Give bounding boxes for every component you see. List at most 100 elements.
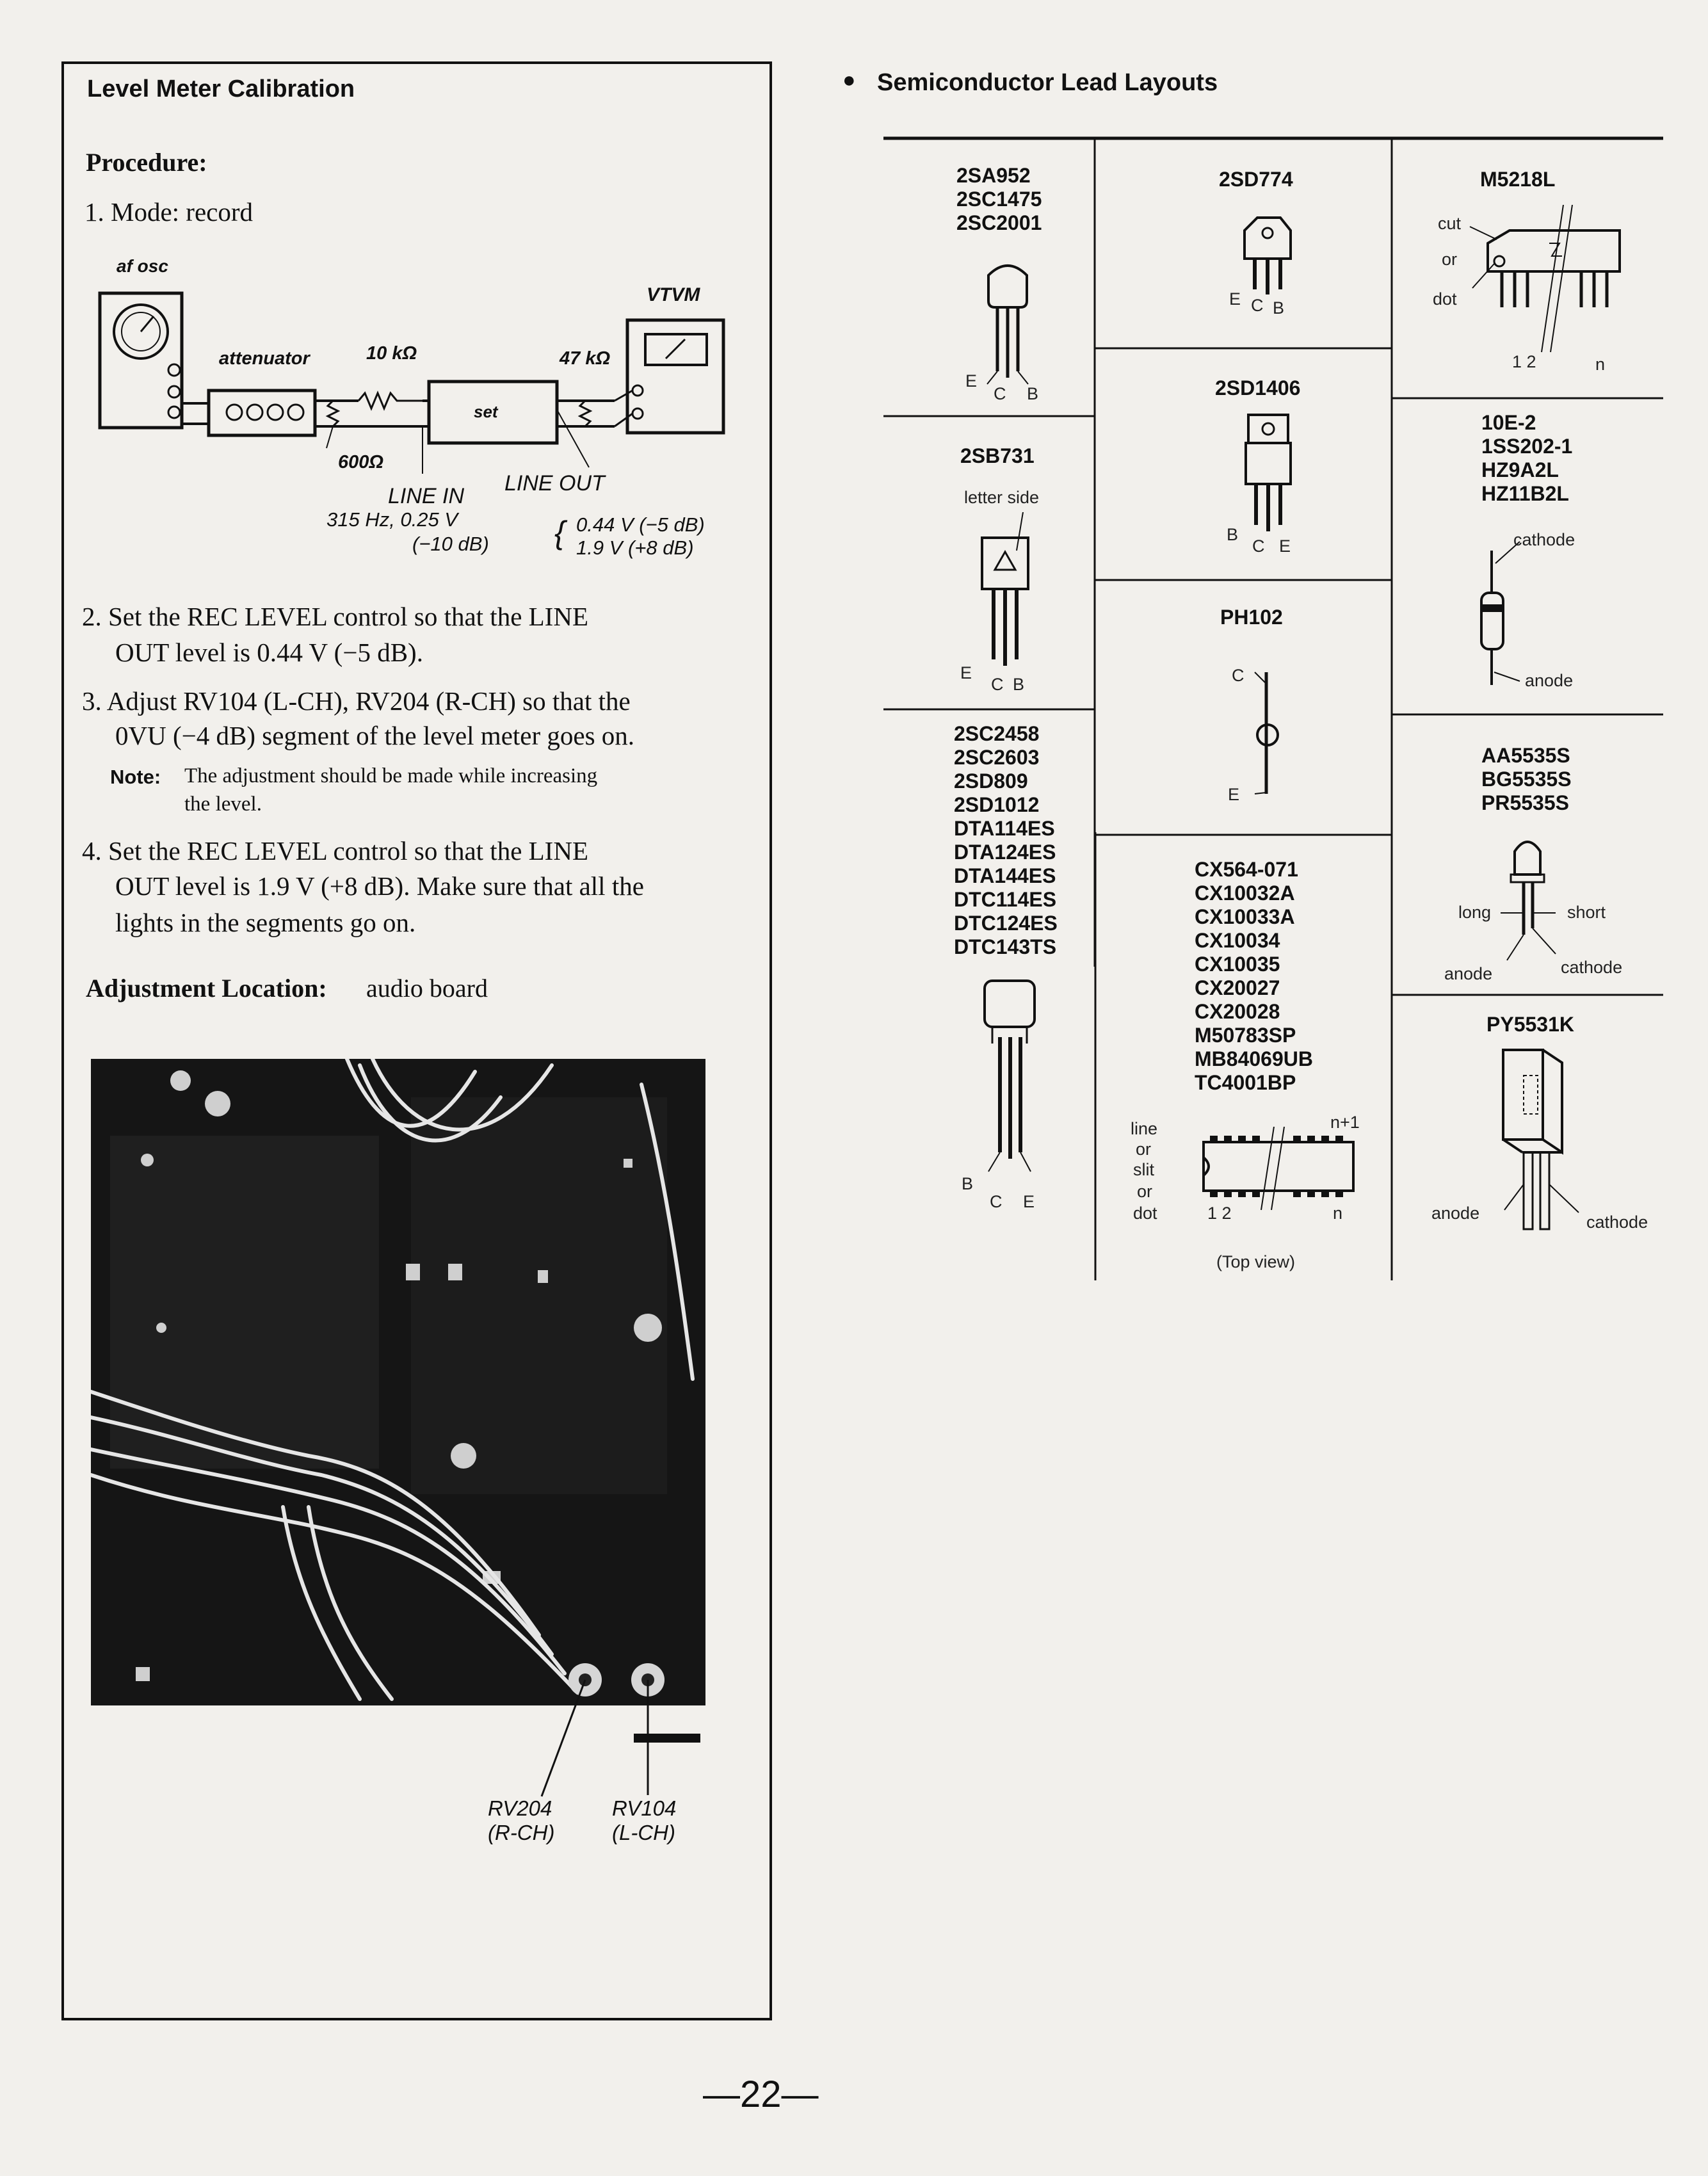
af-osc-label: af osc: [117, 256, 168, 276]
pin-12-label: 1 2: [1512, 352, 1536, 371]
line-in-spec: 315 Hz, 0.25 V: [326, 508, 458, 531]
vtvm-label: VTVM: [647, 284, 700, 305]
step-3-line-2: 0VU (−4 dB) segment of the level meter g…: [115, 721, 635, 750]
ic-dot-label: dot: [1133, 1204, 1157, 1223]
led-module-icon: [1502, 1049, 1579, 1230]
anode-label: anode: [1444, 964, 1493, 983]
led-icon: [1501, 841, 1556, 961]
lead-b: B: [962, 1174, 974, 1193]
part-list-2sc2458: 2SC2458 2SC2603 2SD809 2SD1012 DTA114ES …: [954, 722, 1058, 958]
or-label: or: [1442, 250, 1458, 269]
short-label: short: [1567, 903, 1606, 922]
long-label: long: [1458, 903, 1492, 922]
dip-ic-package-icon: [1202, 1127, 1355, 1211]
spec-brace: {: [554, 515, 565, 551]
set-box: [427, 380, 559, 445]
ic-or-label-2: or: [1137, 1182, 1153, 1201]
col-divider-lower-1: [1094, 832, 1097, 1280]
note-label: Note:: [110, 766, 161, 788]
anode-label: anode: [1431, 1204, 1480, 1223]
part-2sd1406: 2SD1406: [1215, 376, 1301, 399]
to126-small-package-icon: [1243, 216, 1292, 294]
rv104-channel: (L-CH): [612, 1821, 675, 1844]
rv204-channel: (R-CH): [488, 1821, 555, 1844]
resistor-10k-label: 10 kΩ: [366, 343, 417, 364]
cathode-label: cathode: [1586, 1213, 1648, 1232]
note-line-1: The adjustment should be made while incr…: [184, 764, 598, 787]
lead-e: E: [1023, 1192, 1035, 1211]
ic-pin-12-label: 1 2: [1207, 1204, 1232, 1223]
ic-slit-label: slit: [1133, 1160, 1154, 1179]
lead-c: C: [1252, 536, 1265, 556]
rv104-label: RV104: [612, 1796, 677, 1820]
lead-c: C: [1251, 296, 1264, 315]
ic-n-plus-1-label: n+1: [1330, 1113, 1360, 1132]
lead-b: B: [1013, 675, 1025, 694]
letter-side-note: letter side: [964, 488, 1040, 507]
cathode-label: cathode: [1513, 530, 1575, 549]
line-out-spec-1: 0.44 V (−5 dB): [576, 513, 705, 536]
test-setup-diagram: [98, 291, 725, 474]
part-list-2sa952: 2SA952 2SC1475 2SC2001: [956, 164, 1042, 234]
lead-e: E: [1228, 785, 1240, 804]
lead-layout-grid: [883, 136, 1663, 996]
lead-e: E: [1229, 289, 1241, 309]
sip-ic-package-icon: [1469, 205, 1621, 353]
step-3-line-1: 3. Adjust RV104 (L-CH), RV204 (R-CH) so …: [82, 686, 631, 716]
resistor-47k-label: 47 kΩ: [560, 348, 611, 369]
photo-scale-bar: [634, 1734, 700, 1743]
line-out-label: LINE OUT: [504, 471, 605, 496]
adjustment-location-label: Adjustment Location:: [86, 974, 327, 1003]
ic-pin-n-label: n: [1333, 1204, 1343, 1223]
note-line-2: the level.: [184, 793, 262, 816]
resistor-600-label: 600Ω: [338, 452, 384, 472]
to220-package-icon: [1245, 414, 1292, 531]
to126-package-icon: [981, 512, 1029, 666]
af-osc-box: [98, 291, 184, 430]
audio-board-image: [91, 1059, 705, 1705]
part-py5531k: PY5531K: [1486, 1013, 1574, 1036]
step-2-line-2: OUT level is 0.44 V (−5 dB).: [115, 638, 423, 667]
line-out-spec-2: 1.9 V (+8 dB): [576, 536, 694, 559]
calibration-panel: [61, 61, 772, 2020]
rv-leader-lines: [540, 1679, 649, 1797]
lead-c: C: [994, 384, 1006, 403]
lead-b: B: [1227, 525, 1239, 544]
page-number: —22—: [703, 2074, 819, 2115]
lead-c: C: [991, 675, 1004, 694]
rv204-label: RV204: [488, 1796, 552, 1820]
step-4-line-2: OUT level is 1.9 V (+8 dB). Make sure th…: [115, 871, 644, 901]
lead-c: C: [990, 1192, 1003, 1211]
cut-label: cut: [1438, 214, 1462, 233]
ic-line-label: line: [1131, 1119, 1158, 1138]
pin-n-label: n: [1595, 355, 1606, 374]
part-list-aa5535s: AA5535S BG5535S PR5535S: [1481, 744, 1572, 814]
ic-or-label: or: [1136, 1140, 1152, 1159]
step-4-line-3: lights in the segments go on.: [115, 908, 416, 937]
part-ph102: PH102: [1220, 606, 1283, 629]
diode-icon: [1480, 541, 1520, 685]
line-in-spec-db: (−10 dB): [412, 533, 489, 555]
af-osc-dial: [113, 303, 169, 360]
vtvm-box: [625, 318, 725, 435]
lead-b: B: [1273, 298, 1285, 318]
part-list-10e2: 10E-2 1SS202-1 HZ9A2L HZ11B2L: [1481, 411, 1573, 505]
section-title: Level Meter Calibration: [87, 76, 355, 102]
set-label: set: [474, 402, 498, 421]
semiconductor-title: Semiconductor Lead Layouts: [877, 69, 1218, 96]
cathode-label: cathode: [1561, 958, 1623, 977]
dot-label: dot: [1433, 289, 1457, 309]
transistor-package-icon: [983, 979, 1036, 1172]
lead-e: E: [1279, 536, 1291, 556]
step-2-line-1: 2. Set the REC LEVEL control so that the…: [82, 602, 588, 631]
procedure-heading: Procedure:: [86, 148, 207, 177]
col-divider-lower-2: [1390, 832, 1393, 1280]
lead-e: E: [960, 663, 972, 682]
audio-board-photo: [91, 1059, 705, 1705]
part-m5218l: M5218L: [1480, 168, 1556, 191]
lead-e: E: [965, 371, 978, 391]
adjustment-location-value: audio board: [366, 974, 488, 1003]
section-bullet: ●: [842, 68, 856, 92]
step-1: 1. Mode: record: [85, 197, 253, 227]
attenuator-box: [207, 389, 317, 437]
